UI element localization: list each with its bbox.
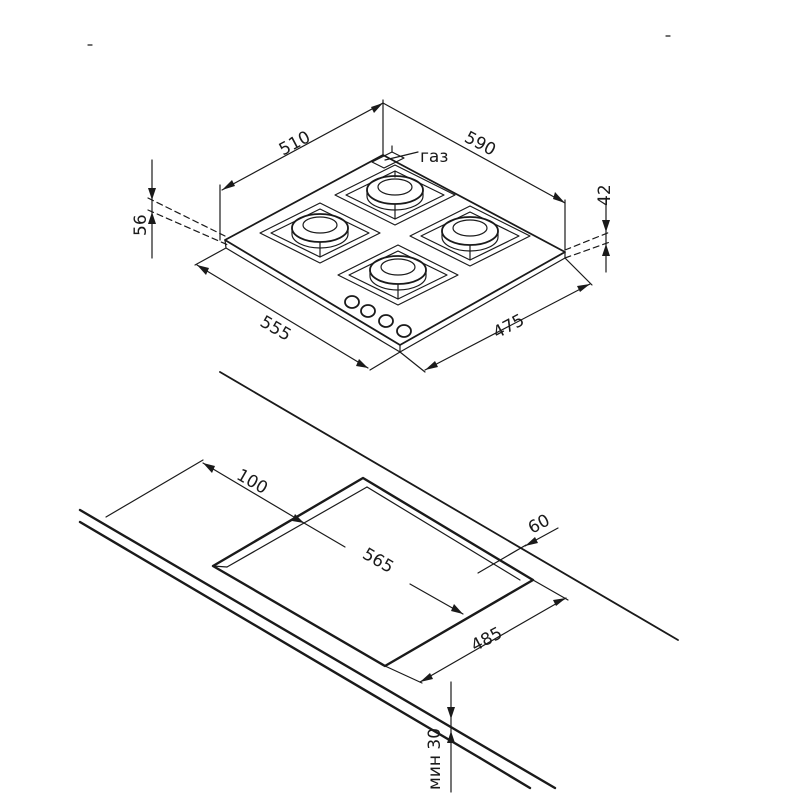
countertop-bottom-edge <box>78 520 482 760</box>
label-42: 42 <box>595 184 615 206</box>
countertop-back-edge <box>219 371 679 641</box>
dimension-line-475 <box>424 283 591 371</box>
label-60: 60 <box>525 511 553 539</box>
label-565: 565 <box>359 544 397 578</box>
label-56: 56 <box>131 214 151 236</box>
countertop-drawing <box>78 371 679 790</box>
hob-dimensions: 510 590 газ 56 42 555 475 <box>131 99 615 373</box>
control-knobs <box>344 295 412 338</box>
label-475: 475 <box>490 310 528 343</box>
knob-3 <box>378 314 394 328</box>
dimension-line-485 <box>419 597 567 683</box>
burner-left <box>259 202 381 264</box>
knob-4 <box>396 324 412 338</box>
dimension-line-555 <box>196 264 369 369</box>
burner-back <box>334 164 456 226</box>
burner-right <box>409 205 531 267</box>
label-510: 510 <box>276 127 314 160</box>
burner-front <box>337 244 459 306</box>
dimension-line-510 <box>221 102 384 191</box>
label-min-30: мин 30 <box>425 728 445 790</box>
dimension-line-590 <box>382 102 566 204</box>
knob-1 <box>344 295 360 309</box>
gas-inlet-pipe <box>371 145 419 169</box>
hob-drawing <box>224 145 566 353</box>
label-gas: газ <box>420 147 448 167</box>
dimension-line-100 <box>202 462 305 524</box>
label-590: 590 <box>461 128 499 161</box>
cutout-dimensions: 100 60 565 485 мин 30 <box>105 459 569 793</box>
countertop-front-edge <box>78 508 557 790</box>
knob-2 <box>360 304 376 318</box>
label-485: 485 <box>468 623 506 656</box>
label-100: 100 <box>233 465 271 499</box>
label-555: 555 <box>256 312 294 346</box>
